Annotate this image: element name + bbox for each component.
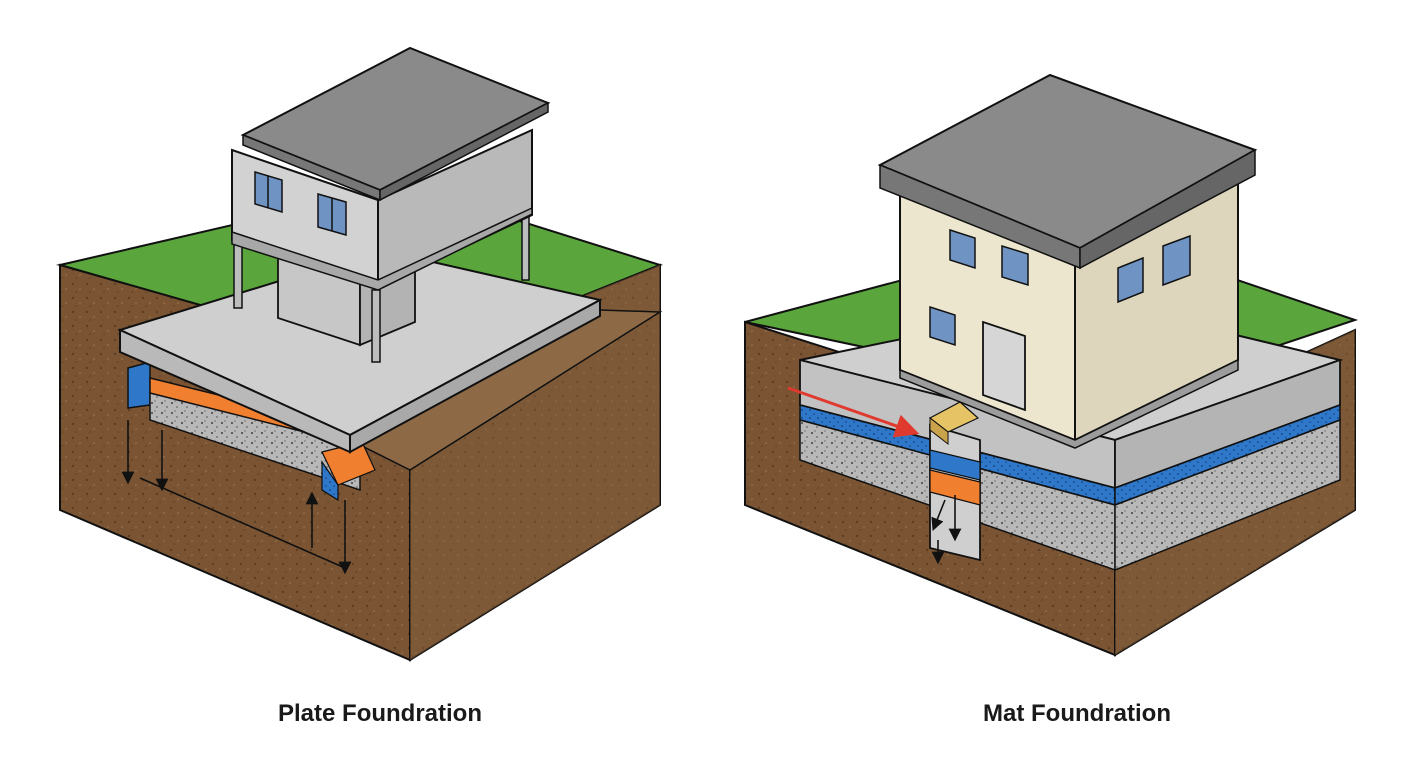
dimension-arrows bbox=[121, 420, 352, 575]
waterproofing-layer bbox=[127, 361, 151, 409]
building-band bbox=[231, 206, 533, 291]
plate-foundation-caption: Plate Foundration bbox=[278, 700, 482, 727]
waterproofing-edge bbox=[321, 460, 339, 502]
plate-foundation-diagram bbox=[56, 46, 663, 662]
load-arrows bbox=[931, 495, 962, 565]
mat-foundation-diagram bbox=[744, 73, 1359, 657]
building-base bbox=[899, 358, 1239, 449]
gravel-layer-side bbox=[1114, 418, 1341, 572]
pit-waterproofing bbox=[929, 449, 981, 481]
building-side-wall bbox=[377, 128, 533, 290]
slab-side bbox=[349, 298, 601, 454]
building-windows bbox=[254, 170, 347, 236]
pit-insulation bbox=[929, 469, 981, 506]
mat-foundation-caption: Mat Foundration bbox=[983, 700, 1171, 727]
force-arrow bbox=[787, 386, 920, 438]
building-windows bbox=[929, 228, 1191, 347]
door bbox=[982, 320, 1026, 412]
